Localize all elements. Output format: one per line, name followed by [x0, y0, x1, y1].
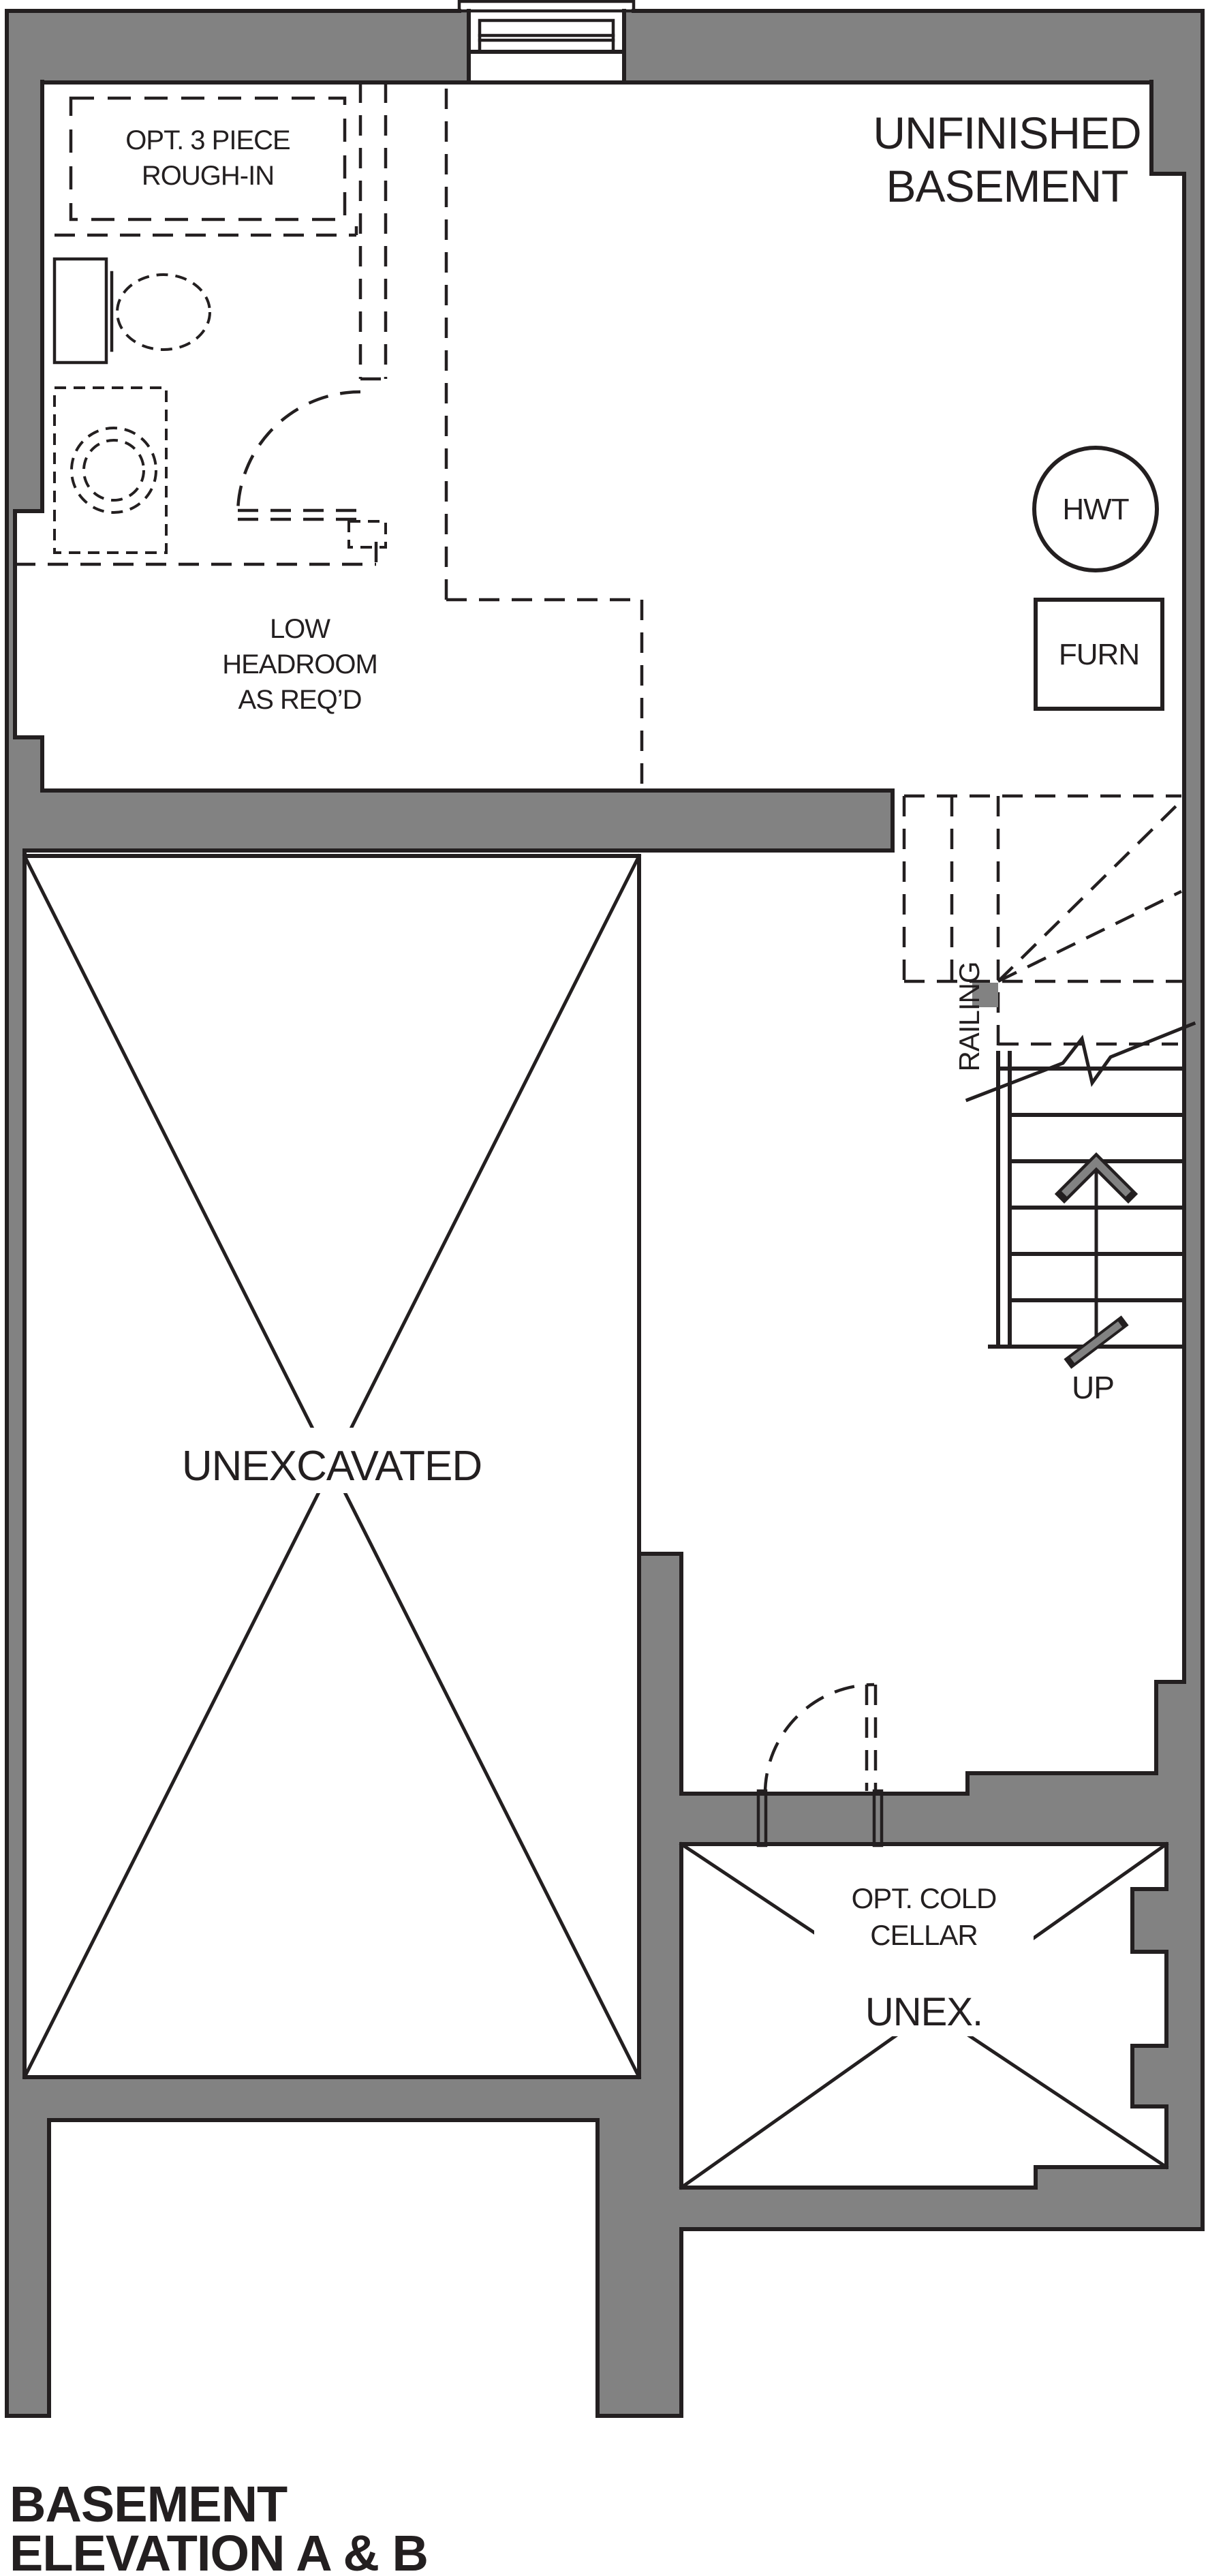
plan-title-line1: BASEMENT — [10, 2476, 288, 2532]
cold-cellar-door-swing — [763, 1683, 878, 1794]
unexcavated-area — [22, 853, 642, 2080]
rough-in-outline — [69, 96, 347, 221]
cellar-door-jamb-right — [872, 1789, 884, 1847]
stairs — [902, 794, 1196, 1369]
basement-window — [457, 0, 636, 85]
up-label: UP — [1072, 1370, 1114, 1405]
low-headroom-label-line2: HEADROOM — [222, 649, 377, 679]
furnace: FURN — [1034, 598, 1164, 711]
unfinished-basement-label-line2: BASEMENT — [886, 161, 1128, 211]
up-arrow — [1054, 1152, 1139, 1369]
furnace-label: FURN — [1059, 638, 1139, 671]
room-labels: UNFINISHED BASEMENT OPT. 3 PIECE ROUGH-I… — [125, 108, 1141, 2034]
stair-newel-post — [972, 983, 998, 1007]
shower-fixture — [53, 386, 168, 554]
low-headroom-label-line1: LOW — [270, 614, 330, 644]
bathroom-door-swing — [236, 390, 387, 549]
title-block: BASEMENT ELEVATION A & B — [10, 2476, 429, 2576]
cold-cellar-label-line1: OPT. COLD — [852, 1882, 997, 1914]
cold-cellar-area — [679, 1789, 1169, 2190]
plan-title-line2: ELEVATION A & B — [10, 2525, 428, 2576]
stair-treads — [988, 1051, 1186, 1349]
cellar-door-jamb-left — [756, 1789, 768, 1847]
unfinished-basement-label-line1: UNFINISHED — [873, 108, 1141, 158]
rough-in-label-line1: OPT. 3 PIECE — [125, 125, 290, 155]
low-headroom-label-line3: AS REQ’D — [238, 685, 362, 715]
wall-fills — [7, 11, 1203, 2416]
railing-label: RAILING — [953, 962, 985, 1071]
wall-outlines — [5, 9, 1205, 2418]
cold-cellar-unex-label: UNEX. — [865, 1990, 982, 2034]
unexcavated-label: UNEXCAVATED — [182, 1443, 482, 1490]
hwt-label: HWT — [1062, 493, 1128, 526]
bathroom-rough-in — [15, 82, 388, 566]
rough-in-label-line2: ROUGH-IN — [142, 161, 274, 191]
winder-treads-dashed — [902, 794, 1184, 1053]
cold-cellar-label-line2: CELLAR — [870, 1919, 977, 1951]
overhead-boundary-dashed — [444, 89, 644, 791]
hot-water-tank: HWT — [1032, 446, 1159, 572]
cold-cellar-surround-wall — [681, 1773, 1203, 2229]
stair-break-line — [965, 1021, 1196, 1103]
toilet-fixture — [52, 257, 211, 365]
